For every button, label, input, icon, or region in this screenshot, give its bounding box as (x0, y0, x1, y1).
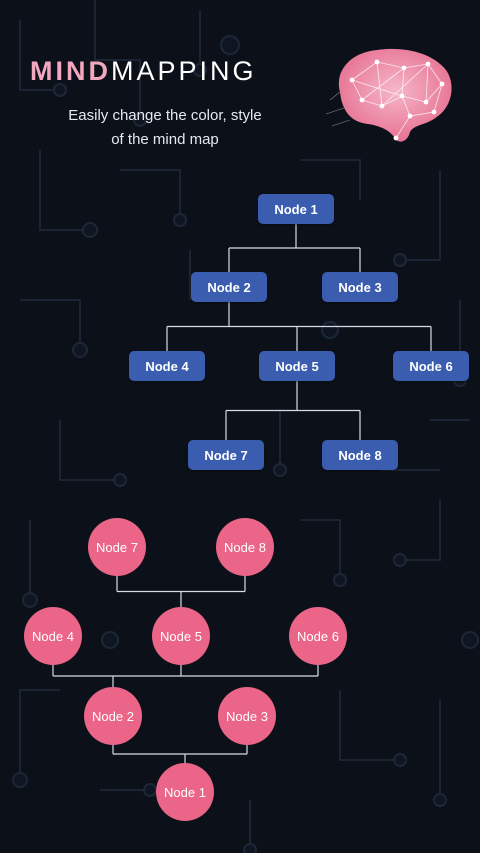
circle-node-8[interactable]: Node 8 (216, 518, 274, 576)
title-accent: MIND (30, 56, 111, 86)
title-rest: MAPPING (111, 56, 257, 86)
rect-node-5[interactable]: Node 5 (259, 351, 335, 381)
app-title: MINDMAPPING (30, 56, 257, 87)
brain-network-icon (325, 48, 452, 142)
subtitle-line-1: Easily change the color, style (68, 107, 262, 124)
rect-node-4[interactable]: Node 4 (129, 351, 205, 381)
circle-node-6[interactable]: Node 6 (289, 607, 347, 665)
circle-node-2[interactable]: Node 2 (84, 687, 142, 745)
rect-node-2[interactable]: Node 2 (191, 272, 267, 302)
circle-node-7[interactable]: Node 7 (88, 518, 146, 576)
circle-node-4[interactable]: Node 4 (24, 607, 82, 665)
subtitle: Easily change the color, style of the mi… (40, 104, 290, 152)
circle-node-3[interactable]: Node 3 (218, 687, 276, 745)
rect-node-7[interactable]: Node 7 (188, 440, 264, 470)
rect-node-3[interactable]: Node 3 (322, 272, 398, 302)
rect-node-8[interactable]: Node 8 (322, 440, 398, 470)
rect-node-1[interactable]: Node 1 (258, 194, 334, 224)
rect-node-6[interactable]: Node 6 (393, 351, 469, 381)
circle-node-1[interactable]: Node 1 (156, 763, 214, 821)
subtitle-line-2: of the mind map (111, 131, 219, 148)
circle-node-5[interactable]: Node 5 (152, 607, 210, 665)
